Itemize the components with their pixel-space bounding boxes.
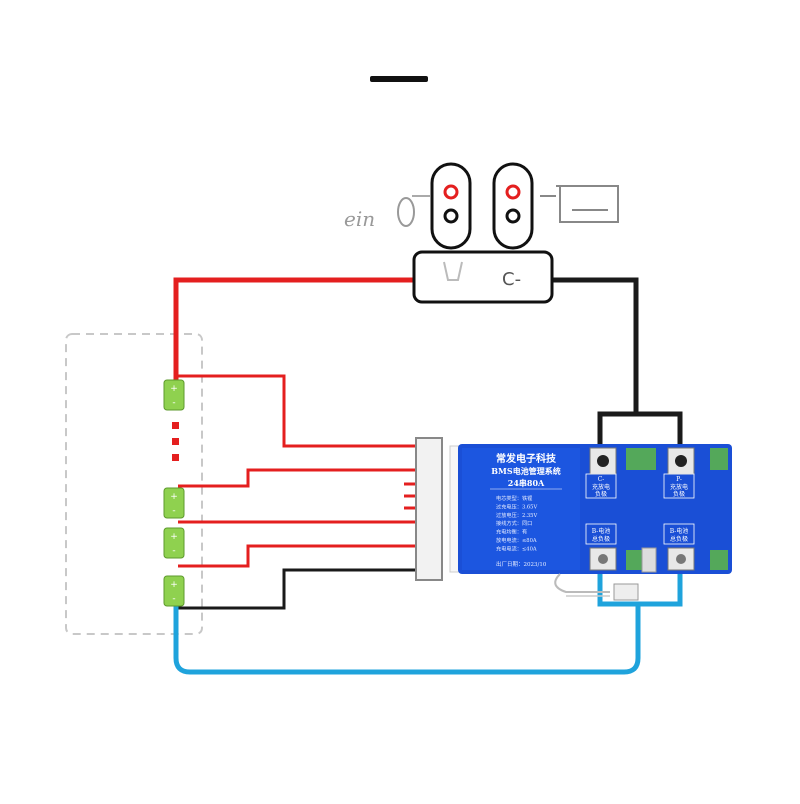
pad-label-c-1: C- [598, 476, 605, 483]
cell-minus-label: - [172, 546, 175, 556]
cell-plus-label: + [170, 492, 178, 502]
bms-spec-line: 过充电压：3.65V [496, 502, 537, 510]
battery-pack-outline [65, 333, 203, 635]
pad-label-b2-1: B-电池 [670, 527, 689, 535]
pad-label-p-3: 负极 [673, 490, 685, 498]
bms-title: 常发电子科技 [496, 452, 557, 465]
bms-date: 出厂日期：2023/10 [496, 560, 547, 568]
sense-wire-4 [178, 544, 418, 568]
pad-label-b2-2: 总负极 [670, 535, 688, 543]
cell-plus-label: + [170, 580, 178, 590]
sense-connector [415, 437, 443, 581]
cell-plus-label: + [170, 532, 178, 542]
battery-cell-body [163, 575, 185, 607]
top-dash [370, 76, 428, 82]
bms-subtitle: BMS电池管理系统 [491, 466, 560, 476]
sense-wire-negative [178, 568, 418, 610]
cell-minus-label: - [172, 506, 175, 516]
bms-board: C- 充放电 负极 P- 充放电 负极 B-电池 总负极 B-电池 总负极 常发… [415, 437, 732, 581]
battery-cell-body [163, 379, 185, 411]
pad-label-b1-1: B-电池 [592, 527, 611, 535]
main-positive-wire [173, 277, 418, 390]
cell-plus-label: + [170, 384, 178, 394]
pad-label-c-2: 充放电 [592, 483, 610, 491]
battery-cell-body [163, 487, 185, 519]
bms-spec-line: 电芯类型：铁锂 [496, 494, 532, 502]
battery-cell-tab: +- [163, 527, 185, 559]
charge-negative-wire [548, 277, 639, 414]
sensor-cable [554, 573, 639, 601]
sense-wire-1 [178, 374, 418, 448]
terminal-housing: C- [412, 250, 554, 304]
bms-model: 24串80A [508, 478, 545, 488]
xt-connector-right [492, 162, 534, 250]
sense-wire-2 [178, 468, 418, 488]
terminal-label-c-minus: C- [502, 269, 521, 290]
battery-negative-branch [597, 556, 683, 607]
pad-label-b1-2: 总负极 [592, 535, 610, 543]
bms-spec-line: 放电电流：≤80A [496, 536, 537, 544]
charger-plug: ein [344, 185, 619, 231]
battery-cells: +-+-+-+- [163, 379, 185, 607]
bms-spec-line: 过放电压：2.35V [496, 511, 537, 519]
pad-label-p-2: 充放电 [670, 483, 688, 491]
battery-cell-body [163, 527, 185, 559]
bms-spec-line: 接线方式：同口 [496, 519, 532, 527]
cell-minus-label: - [172, 398, 175, 408]
pad-label-c-3: 负极 [595, 490, 607, 498]
xt-connector-left [430, 162, 472, 250]
cell-minus-label: - [172, 594, 175, 604]
charge-negative-branch [597, 411, 683, 464]
battery-cell-tab: +- [163, 379, 185, 411]
battery-negative-wire [173, 600, 641, 675]
battery-cell-tab: +- [163, 575, 185, 607]
pad-label-p-1: P- [676, 476, 682, 483]
ellipsis-dots [172, 422, 179, 461]
bms-spec-line: 充电电流：≤40A [496, 544, 537, 552]
plug-sketch-text: ein [344, 207, 375, 231]
battery-cell-tab: +- [163, 487, 185, 519]
bms-spec-line: 充电均衡：有 [496, 528, 527, 536]
